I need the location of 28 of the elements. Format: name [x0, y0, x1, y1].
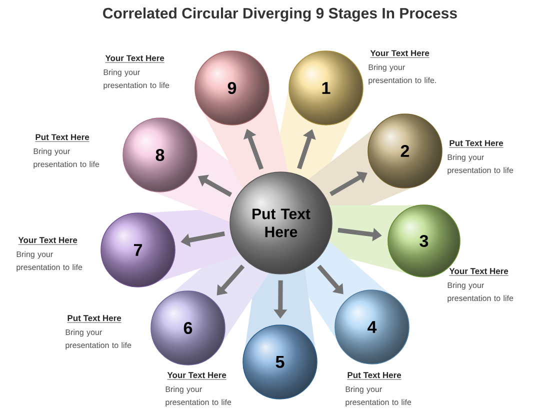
- description: Bring your presentation to life: [346, 386, 412, 407]
- description: Bring your presentation to life: [448, 282, 514, 303]
- heading: Put Text Here: [35, 134, 90, 142]
- stage-ball: Put Text Here: [230, 172, 332, 274]
- heading: Your Text Here: [18, 237, 78, 245]
- stage-ball: 1: [288, 50, 364, 126]
- stage-ball: 8: [122, 118, 198, 192]
- heading: Your Text Here: [105, 55, 165, 63]
- heading: Put Text Here: [347, 372, 402, 380]
- heading: Your Text Here: [370, 50, 430, 58]
- description: Bring your presentation to life.: [368, 64, 436, 85]
- arrow: [216, 264, 245, 296]
- stage-ball: 5: [242, 324, 318, 400]
- heading: Your Text Here: [167, 372, 227, 380]
- description: Bring your presentation to life: [66, 329, 132, 350]
- stage-ball: 7: [100, 212, 176, 288]
- heading: Put Text Here: [449, 140, 504, 148]
- heading: Put Text Here: [67, 315, 122, 323]
- stage-ball: 6: [150, 290, 226, 366]
- description: Bring your presentation to life: [34, 148, 100, 169]
- description: Bring your presentation to life: [16, 251, 82, 272]
- description: Bring your presentation to life: [448, 154, 514, 175]
- stage-ball: 4: [334, 290, 410, 364]
- description: Bring your presentation to life: [104, 69, 170, 90]
- stage-ball: 2: [368, 114, 442, 188]
- stage-ball: 9: [194, 50, 270, 126]
- description: Bring your presentation to life: [166, 386, 232, 407]
- title: Correlated Circular Diverging 9 Stages In Process: [103, 8, 457, 22]
